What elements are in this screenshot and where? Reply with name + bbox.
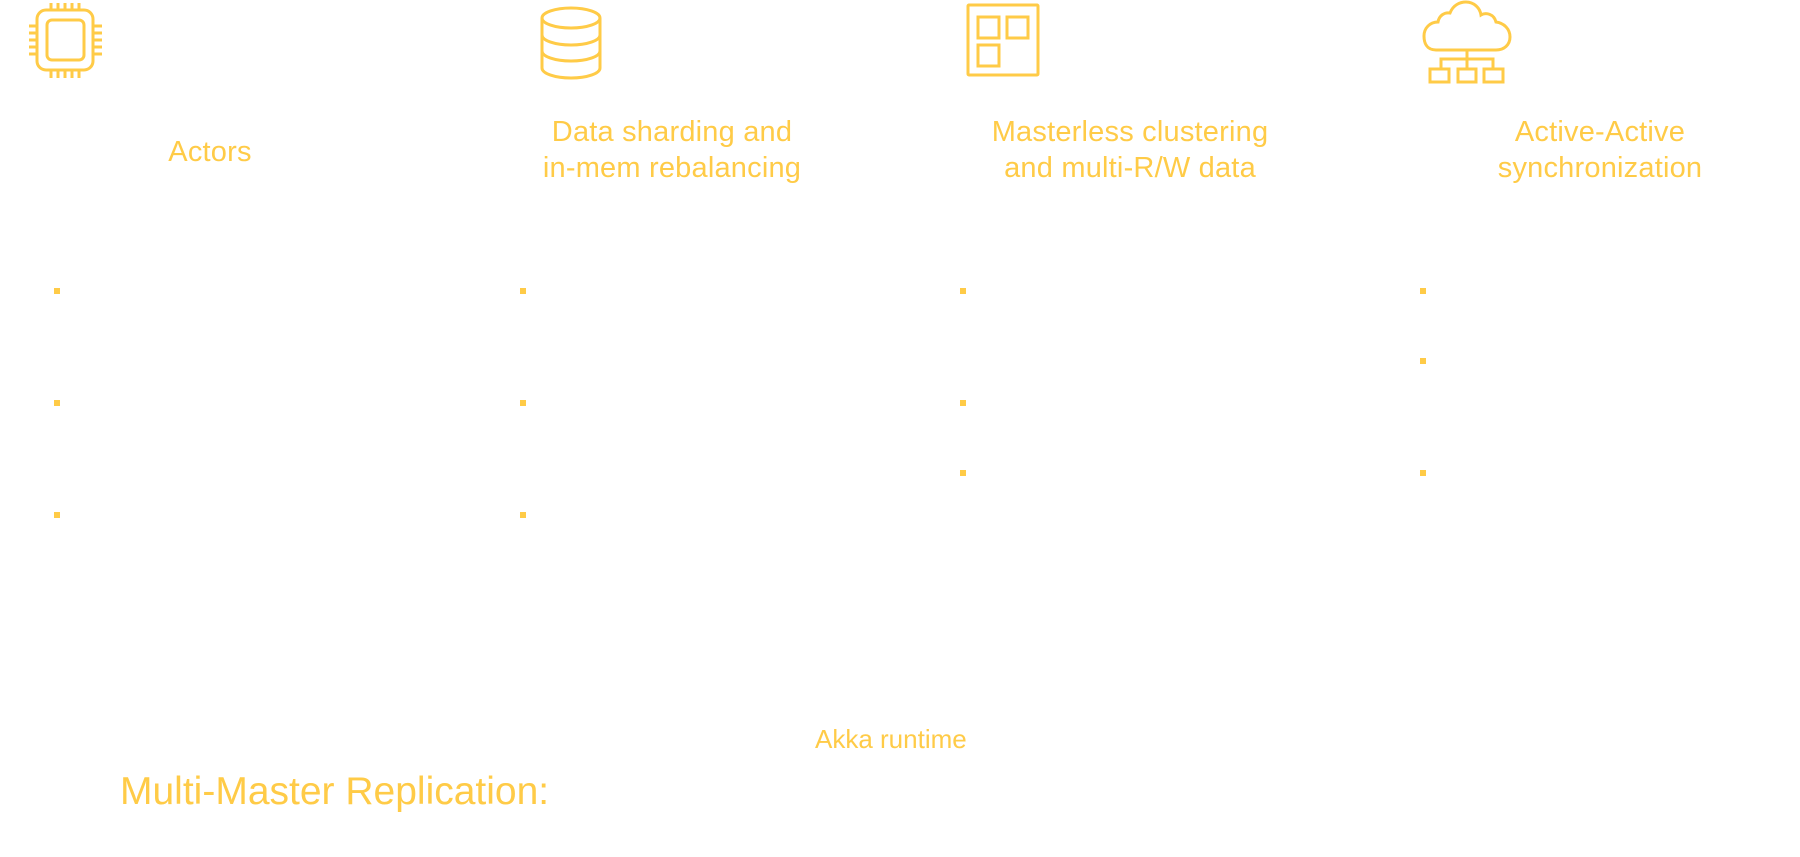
cloud-network-icon bbox=[1422, 0, 1512, 84]
bullet-marker bbox=[1420, 288, 1426, 294]
bullet-marker bbox=[960, 470, 966, 476]
database-icon bbox=[539, 4, 603, 82]
bullet-marker bbox=[54, 288, 60, 294]
column-heading-active-active: Active-Active synchronization bbox=[1497, 116, 1703, 184]
bullet-marker bbox=[54, 512, 60, 518]
akka-runtime-label: Akka runtime bbox=[815, 724, 967, 754]
bullet-marker bbox=[520, 512, 526, 518]
bullet-marker bbox=[520, 400, 526, 406]
section-title: Multi-Master Replication: bbox=[120, 770, 550, 813]
cpu-chip-icon bbox=[26, 2, 106, 80]
bullet-marker bbox=[960, 288, 966, 294]
column-heading-data-sharding: Data sharding and in-mem rebalancing bbox=[542, 116, 802, 184]
bullet-marker bbox=[1420, 358, 1426, 364]
bullet-marker bbox=[54, 400, 60, 406]
bullet-marker bbox=[960, 400, 966, 406]
column-heading-actors: Actors bbox=[168, 136, 252, 168]
bullet-marker bbox=[520, 288, 526, 294]
grid-blocks-icon bbox=[966, 3, 1040, 77]
bullet-marker bbox=[1420, 470, 1426, 476]
column-heading-masterless-clustering: Masterless clustering and multi-R/W data bbox=[991, 116, 1269, 184]
